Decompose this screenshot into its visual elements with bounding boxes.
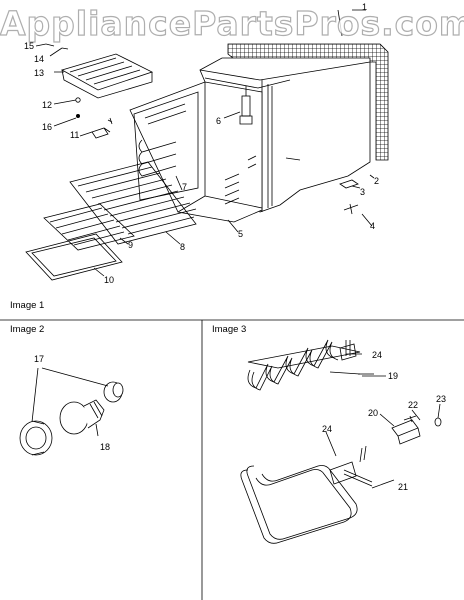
callout-3: 3	[360, 187, 366, 197]
callout-21: 21	[398, 482, 409, 492]
callout-4: 4	[370, 221, 376, 231]
callout-20: 20	[368, 408, 379, 418]
callout-17: 17	[34, 354, 45, 364]
callout-24-top: 24	[372, 350, 383, 360]
callout-8: 8	[180, 242, 186, 252]
callout-22: 22	[408, 400, 419, 410]
watermark: AppliancePartsPros.com	[0, 3, 464, 43]
section-title-image3: Image 3	[212, 324, 247, 335]
callout-6: 6	[216, 116, 222, 126]
section-title-image2: Image 2	[10, 324, 45, 335]
callout-14: 14	[34, 54, 45, 64]
callout-15: 15	[24, 41, 35, 51]
callout-18: 18	[100, 442, 111, 452]
callout-24-bottom: 24	[322, 424, 333, 434]
callout-12: 12	[42, 100, 53, 110]
broiler-pan	[25, 233, 123, 281]
callout-16: 16	[42, 122, 53, 132]
heating-elements	[240, 339, 442, 544]
callout-23: 23	[436, 394, 447, 404]
callout-7: 7	[182, 182, 188, 192]
callout-19: 19	[388, 371, 399, 381]
callout-1: 1	[362, 2, 368, 12]
callout-9: 9	[128, 240, 134, 250]
broiler-insert	[43, 203, 135, 251]
insulation-blanket	[227, 43, 389, 161]
oven-lamp-parts	[19, 367, 124, 456]
callout-13: 13	[34, 68, 45, 78]
section-title-image1: Image 1	[10, 300, 45, 311]
callout-10: 10	[104, 275, 115, 285]
callout-11: 11	[70, 130, 80, 140]
top-rack	[60, 53, 154, 99]
callout-5: 5	[238, 229, 244, 239]
callout-2: 2	[374, 176, 380, 186]
